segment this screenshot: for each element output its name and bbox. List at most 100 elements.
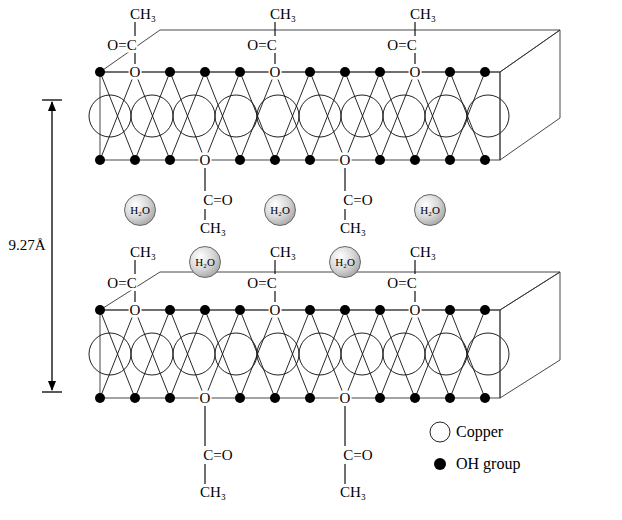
methyl-group: CH₃ [129,7,157,22]
copper-atom [299,95,341,137]
lattice-bond [450,72,485,160]
lattice-bond [205,310,240,398]
oh-group [235,305,245,315]
oh-group [410,393,420,403]
carbonyl-group: O=C [386,38,417,53]
lattice-bond [450,72,485,160]
oh-group [165,67,175,77]
single-bond [204,406,205,446]
lattice-bond [240,72,275,160]
single-bond [414,291,415,302]
oh-group [375,155,385,165]
oh-group [480,305,490,315]
lattice-bond [240,310,275,398]
lattice-bond [345,310,380,398]
oh-group [480,67,490,77]
lattice-bond [380,310,415,398]
lattice-bond [135,310,170,398]
water-molecule: H₂O [414,194,446,226]
copper-atom [173,95,215,137]
methyl-group: CH₃ [409,245,437,260]
methyl-group: CH₃ [339,485,367,500]
lattice-bond [345,310,380,398]
bridging-oxygen: O [129,303,142,318]
bridging-oxygen: O [409,65,422,80]
single-bond [134,22,135,36]
copper-atom [383,95,425,137]
oh-group [165,155,175,165]
lattice-bond [380,310,415,398]
lattice-bond [240,310,275,398]
lattice-bond [415,310,450,398]
carbonyl-group: O=C [106,38,137,53]
oh-group [305,305,315,315]
oh-group [375,67,385,77]
oh-group [375,393,385,403]
copper-atom [131,95,173,137]
copper-atom [89,95,131,137]
bridging-oxygen: O [339,153,352,168]
single-bond [134,260,135,274]
oh-group [340,67,350,77]
lattice-strokes [89,22,509,484]
single-bond [344,464,345,484]
molecule-label: H₂O [130,205,150,216]
oh-group [95,155,105,165]
oh-group [305,155,315,165]
bridging-oxygen: O [339,391,352,406]
lattice-bond [100,310,135,398]
water-molecule: H₂O [329,246,361,278]
lattice-bond [135,310,170,398]
lattice-bond [310,72,345,160]
lattice-bond [380,72,415,160]
oh-group [445,155,455,165]
single-bond [344,406,345,446]
single-bond [344,209,345,220]
oh-group [235,393,245,403]
lattice-bond [170,310,205,398]
bridging-oxygen: O [409,303,422,318]
lattice-bond [275,310,310,398]
lattice-bond [380,72,415,160]
single-bond [344,168,345,191]
methyl-group: CH₃ [199,485,227,500]
carbonyl-group: O=C [246,38,277,53]
carbonyl-group: O=C [246,276,277,291]
lattice-bond [135,72,170,160]
single-bond [414,260,415,274]
oh-group [165,305,175,315]
molecule-label: H₂O [195,257,215,268]
bridging-oxygen: O [199,153,212,168]
oh-group [340,305,350,315]
single-bond [204,209,205,220]
molecule-label: H₂O [420,205,440,216]
lattice-bond [100,310,135,398]
copper-atom [173,333,215,375]
oh-group [235,155,245,165]
oh-group [270,155,280,165]
copper-atom [341,333,383,375]
methyl-group: CH₃ [339,221,367,236]
copper-atom [299,333,341,375]
bridging-oxygen: O [269,65,282,80]
lattice-bond [205,72,240,160]
oh-group [130,155,140,165]
copper-atom [383,333,425,375]
legend-text: OH group [456,456,520,472]
oh-group [95,67,105,77]
carbonyl-group: C=O [342,448,373,463]
water-molecule: H₂O [189,246,221,278]
copper-atom [89,333,131,375]
carbonyl-group: O=C [386,276,417,291]
oh-group [235,67,245,77]
carbonyl-group: O=C [106,276,137,291]
oh-group [375,305,385,315]
lattice-bond [310,310,345,398]
lattice-bond [205,310,240,398]
single-bond [274,260,275,274]
methyl-group: CH₃ [129,245,157,260]
copper-atom [341,95,383,137]
dimension-label: 9.27Å [7,238,46,253]
